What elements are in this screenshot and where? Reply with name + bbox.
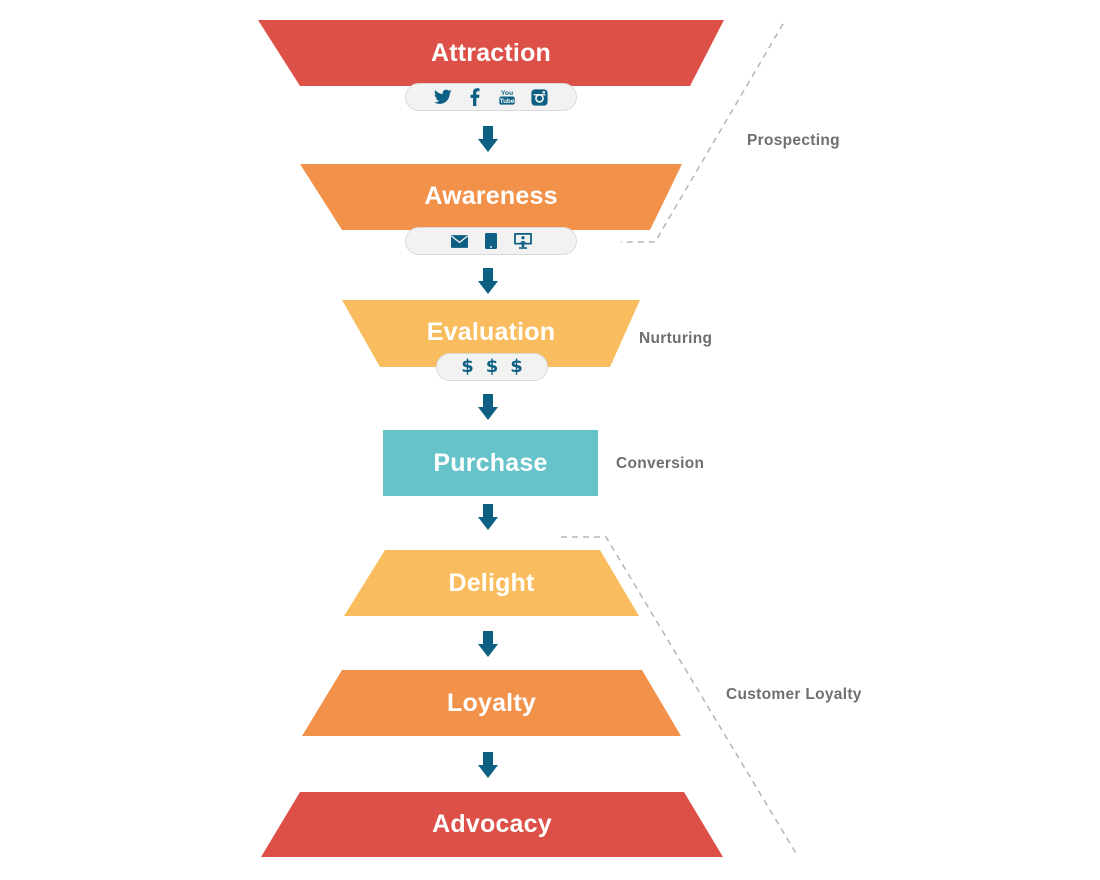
stage-evaluation-shape [342, 300, 640, 367]
stage-delight-label: Delight [448, 569, 535, 597]
phase-conversion-label: Conversion [616, 455, 705, 472]
stage-attraction-label: Attraction [430, 39, 552, 67]
youtube-bottom-text: Tube [500, 98, 515, 105]
customer-loyalty-bracket-line [561, 536, 798, 856]
stage-advocacy-label: Advocacy [432, 810, 552, 838]
stage-awareness-shape [300, 164, 682, 230]
arrow-2 [478, 268, 498, 294]
phase-customer-loyalty-label: Customer Loyalty [726, 686, 862, 703]
instagram-icon [530, 88, 548, 106]
awareness-icons-pill [405, 227, 577, 255]
tablet-icon [482, 232, 500, 250]
arrow-1 [478, 126, 498, 152]
youtube-top-text: You [501, 90, 513, 97]
dollar-icon: $ [461, 356, 474, 377]
arrow-5 [478, 631, 498, 657]
arrow-6 [478, 752, 498, 778]
youtube-icon: You Tube [498, 88, 516, 106]
stage-awareness-label: Awareness [424, 182, 558, 210]
stage-delight-shape [344, 550, 639, 616]
dollar-icon: $ [510, 356, 523, 377]
phase-nurturing-label: Nurturing [639, 330, 713, 347]
dollar-icon: $ [485, 356, 499, 377]
twitter-icon [434, 88, 452, 106]
attraction-icons-pill: You Tube [405, 83, 577, 111]
evaluation-icons-pill: $ $ $ [436, 353, 548, 381]
stage-attraction-shape [258, 20, 724, 86]
stage-evaluation-label: Evaluation [426, 318, 556, 346]
stage-loyalty-shape [302, 670, 681, 736]
phase-prospecting-label: Prospecting [747, 132, 840, 149]
prospecting-bracket-line [621, 23, 784, 243]
arrow-3 [478, 394, 498, 420]
email-icon [450, 232, 468, 250]
stage-advocacy-shape [261, 792, 723, 857]
arrow-4 [478, 504, 498, 530]
facebook-icon [466, 88, 484, 106]
stage-purchase-label: Purchase [433, 449, 548, 477]
monitor-icon [514, 232, 532, 250]
stage-loyalty-label: Loyalty [447, 689, 536, 717]
stage-purchase-shape [383, 430, 598, 496]
